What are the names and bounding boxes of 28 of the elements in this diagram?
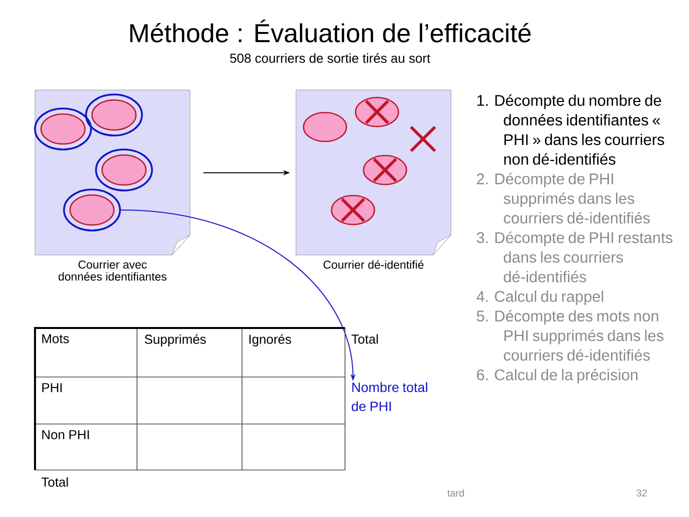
- crossed-ellipse: [330, 194, 376, 226]
- document-caption: Courrier avec données identifiantes: [58, 260, 166, 281]
- circled-ellipse: [95, 148, 153, 192]
- circled-ellipse: [85, 94, 143, 136]
- crossed-ellipse: [354, 96, 400, 128]
- table-cell: PHI: [42, 383, 62, 392]
- list-item: 4. Calcul du rappel: [476, 290, 604, 305]
- circled-ellipse: [63, 188, 121, 232]
- list-item: 1. Décompte du nombre de données identifiantes « PHI » dans les courriers non dé-identifiés: [477, 94, 664, 165]
- page-number: 32: [636, 489, 647, 497]
- ellipse: [302, 112, 348, 142]
- list-item: 5. Décompte des mots non PHI supprimés dans les courriers dé-identifiés: [476, 310, 664, 361]
- table-cell: Non PHI: [42, 430, 89, 440]
- subtitle: 508 courriers de sortie tirés au sort: [230, 53, 430, 63]
- list-item: 2. Décompte de PHI supprimés dans les courriers dé-identifiés: [476, 172, 650, 224]
- row-label: Total: [42, 477, 68, 487]
- crossed-ellipse: [362, 154, 408, 186]
- circled-ellipse: [34, 108, 92, 150]
- table-cell: Ignorés: [249, 334, 292, 346]
- note-text: Nombre total de PHI: [352, 382, 428, 412]
- column-label: Total: [352, 334, 378, 344]
- list-item: 3. Décompte de PHI restants dans les courriers dé-identifiés: [476, 232, 672, 282]
- table-cell: Mots: [42, 334, 69, 344]
- list-item: 6. Calcul de la précision: [476, 368, 638, 384]
- title: Méthode : Évaluation de l’efficacité: [130, 20, 531, 42]
- table-cell: Supprimés: [144, 334, 206, 346]
- document-caption: Courrier dé-identifié: [324, 260, 424, 269]
- footer-text: tard: [447, 489, 464, 497]
